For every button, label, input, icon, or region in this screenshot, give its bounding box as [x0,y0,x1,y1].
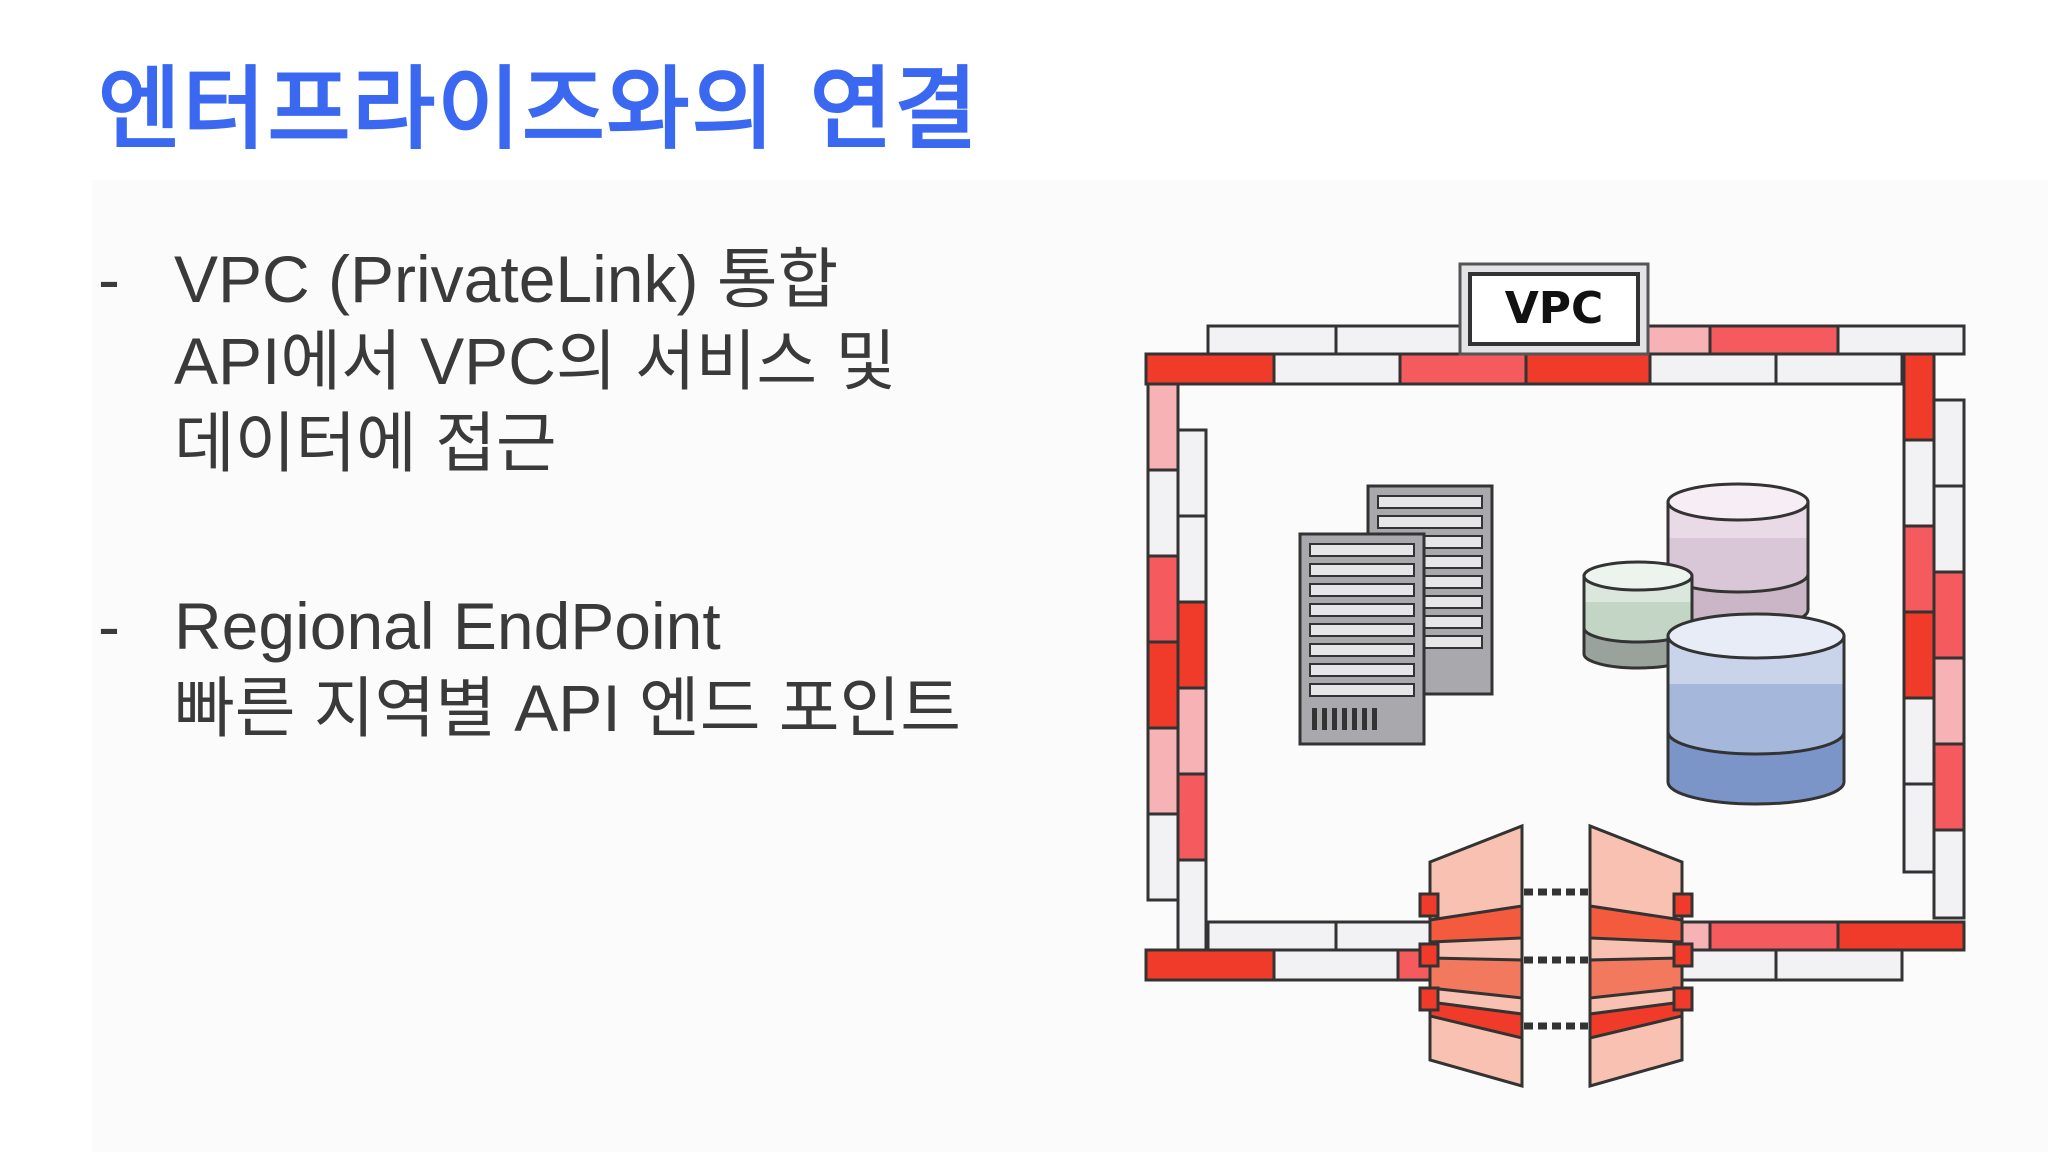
bullet-line: Regional EndPoint [174,589,721,663]
connector-gateway-icon [1418,823,1694,1088]
bullet-dash: - [98,242,120,316]
database-cylinder-icon [1582,482,1846,806]
server-rack-icon [1298,484,1494,746]
bullet-dash: - [98,589,120,663]
slide-title: 엔터프라이즈와의 연결 [98,57,980,162]
bullet-line: 빠른 지역별 API 엔드 포인트 [174,671,961,745]
vpc-label: VPC [1505,283,1604,334]
vpc-wall [1144,324,1966,982]
vpc-badge: VPC [1458,262,1650,356]
bullet-line: 데이터에 접근 [174,406,557,480]
bullet-line: API에서 VPC의 서비스 및 [174,324,897,398]
vpc-diagram: VPC [1144,262,1966,1088]
bullet-line: VPC (PrivateLink) 통합 [174,242,839,316]
